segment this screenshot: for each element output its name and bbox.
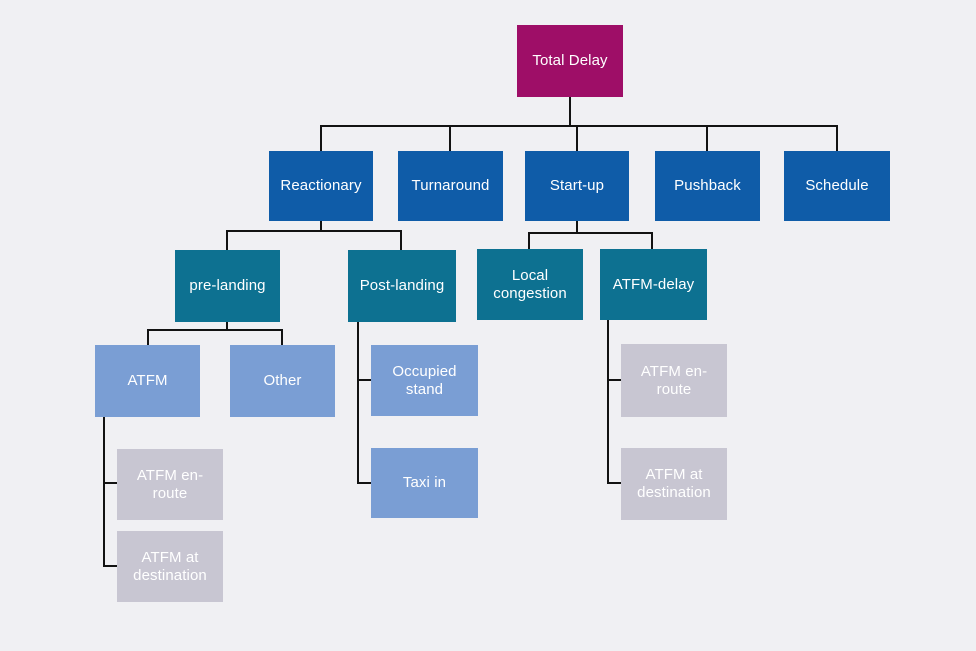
connector-line (528, 232, 530, 249)
connector-line (836, 125, 838, 151)
node-label: Start-up (549, 177, 605, 195)
connector-line (226, 230, 228, 250)
node-schedule: Schedule (784, 151, 890, 221)
node-pre-landing: pre-landing (175, 250, 280, 322)
connector-line (226, 230, 402, 232)
node-atfm-en-route-startup: ATFM en- route (621, 344, 727, 417)
connector-line (576, 125, 578, 151)
connector-line (147, 329, 149, 345)
node-atfm-at-destination-reactionary: ATFM at destination (117, 531, 223, 602)
node-label: ATFM en- route (640, 362, 708, 398)
node-atfm: ATFM (95, 345, 200, 417)
node-label: ATFM (127, 372, 168, 390)
connector-line (607, 482, 621, 484)
connector-line (103, 417, 105, 567)
connector-line (569, 97, 571, 127)
node-reactionary: Reactionary (269, 151, 373, 221)
connector-line (357, 482, 371, 484)
connector-line (706, 125, 708, 151)
node-taxi-in: Taxi in (371, 448, 478, 518)
node-post-landing: Post-landing (348, 250, 456, 322)
node-other: Other (230, 345, 335, 417)
connector-line (281, 329, 283, 345)
connector-line (320, 221, 322, 232)
node-start-up: Start-up (525, 151, 629, 221)
connector-line (400, 230, 402, 250)
node-label: ATFM at destination (637, 466, 711, 501)
connector-line (320, 125, 322, 151)
node-atfm-delay: ATFM-delay (600, 249, 707, 320)
node-turnaround: Turnaround (398, 151, 503, 221)
node-label: Occupied stand (392, 362, 457, 398)
node-label: pre-landing (189, 277, 266, 295)
node-label: Taxi in (402, 474, 447, 492)
node-label: Turnaround (411, 177, 490, 195)
connector-line (357, 322, 359, 484)
node-label: Reactionary (280, 177, 362, 195)
node-label: Total Delay (532, 52, 608, 70)
connector-line (576, 221, 578, 234)
node-atfm-at-destination-startup: ATFM at destination (621, 448, 727, 520)
node-occupied-stand: Occupied stand (371, 345, 478, 416)
connector-line (607, 379, 621, 381)
node-label: Post-landing (359, 277, 445, 295)
connector-line (226, 322, 228, 331)
node-total-delay: Total Delay (517, 25, 623, 97)
connector-line (147, 329, 283, 331)
node-label: Other (263, 372, 302, 390)
connector-line (357, 379, 371, 381)
node-label: ATFM-delay (612, 275, 695, 293)
node-atfm-en-route-reactionary: ATFM en- route (117, 449, 223, 520)
connector-line (103, 565, 117, 567)
node-pushback: Pushback (655, 151, 760, 221)
node-label: Schedule (805, 177, 869, 195)
connector-line (651, 232, 653, 249)
node-label: ATFM en- route (136, 466, 204, 502)
node-local-congestion: Local congestion (477, 249, 583, 320)
connector-line (528, 232, 653, 234)
connector-line (103, 482, 117, 484)
connector-line (449, 125, 451, 151)
node-label: Pushback (674, 177, 741, 195)
node-label: ATFM at destination (133, 548, 207, 584)
connector-line (607, 320, 609, 484)
node-label: Local congestion (493, 266, 567, 302)
connector-line (320, 125, 838, 127)
